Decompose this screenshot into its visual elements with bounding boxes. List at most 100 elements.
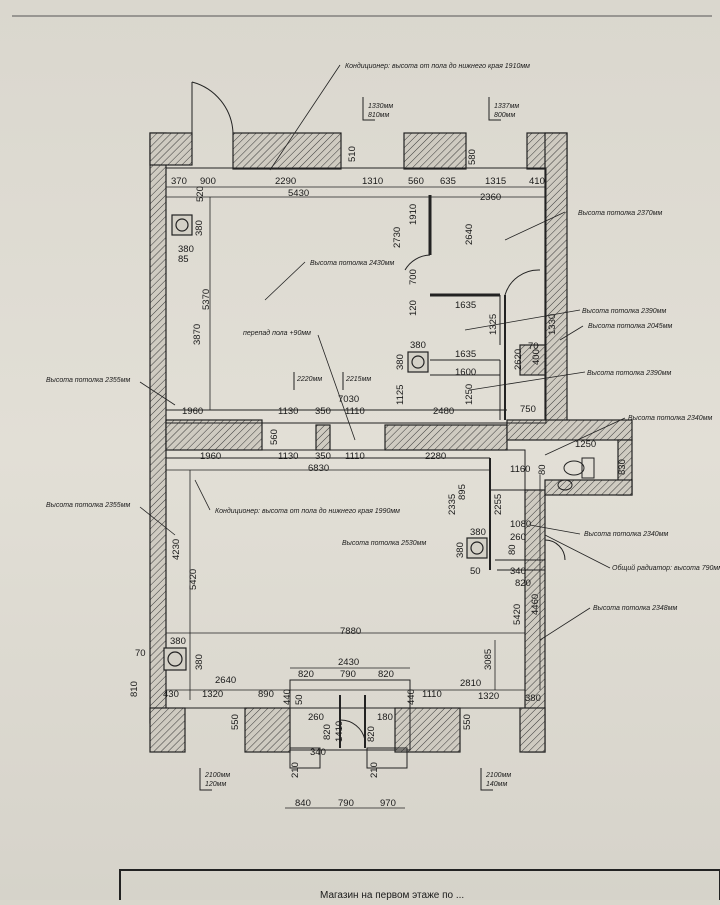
dim-70b: 70 — [135, 648, 146, 659]
vent-shaft-2 — [407, 351, 429, 373]
dim-380h: 380 — [194, 654, 205, 670]
dim-400: 400 — [531, 349, 542, 365]
note-ceiling-2355a: Высота потолка 2355мм — [46, 377, 131, 384]
notes: Кондиционер: высота от пола до нижнего к… — [46, 62, 720, 612]
window-5-width: 2100мм — [204, 772, 230, 779]
dim-6830: 6830 — [308, 463, 329, 474]
dim-820b: 820 — [298, 669, 314, 680]
dim-1080: 1080 — [510, 519, 531, 530]
window-1-width: 1330мм — [368, 103, 393, 110]
window-2-sill: 800мм — [494, 112, 515, 119]
title-block-frame — [119, 869, 720, 905]
dim-1310: 1310 — [362, 176, 383, 187]
dim-1635b: 1635 — [455, 349, 476, 360]
window-4-width: 2215мм — [345, 376, 371, 383]
dim-1130b: 1130 — [278, 451, 298, 462]
dim-5420b: 5420 — [512, 604, 523, 625]
dim-750: 750 — [520, 404, 536, 415]
window-labels: 1330мм 810мм 1337мм 800мм 2220мм 2215мм … — [204, 103, 519, 788]
dim-7030: 7030 — [338, 394, 359, 405]
dim-380e: 380 — [470, 527, 486, 538]
dim-560a: 560 — [408, 176, 424, 187]
dim-1330: 1330 — [547, 314, 558, 335]
wall-step-right — [519, 344, 546, 376]
dim-635: 635 — [440, 176, 456, 187]
dim-1130a: 1130 — [278, 406, 298, 417]
dim-2430: 2430 — [338, 657, 359, 668]
note-ac-mid: Кондиционер: высота от пола до нижнего к… — [215, 507, 400, 515]
window-6-width: 2100мм — [485, 772, 511, 779]
dim-7880: 7880 — [340, 626, 361, 637]
dim-350a: 350 — [315, 406, 331, 417]
dim-790b: 790 — [338, 798, 354, 809]
dim-1160: 1160 — [510, 464, 530, 475]
dim-4230: 4230 — [171, 539, 182, 560]
toilet-tank — [581, 457, 595, 479]
dim-2360: 2360 — [480, 192, 501, 203]
dim-70a: 70 — [528, 341, 539, 352]
dim-1600: 1600 — [455, 367, 476, 378]
dim-380b: 380 — [194, 220, 205, 236]
dim-560b: 560 — [269, 429, 280, 445]
note-radiator: Общий радиатор: высота 790мм — [612, 564, 720, 572]
note-radiator-text: Общий радиатор: высота 790мм — [612, 564, 720, 572]
dimensions: 370 900 2290 1310 560 635 1315 410 5430 … — [135, 176, 596, 809]
wall-bottom-2 — [244, 707, 291, 753]
dim-820a: 820 — [515, 578, 531, 589]
window-markers — [199, 97, 501, 791]
dimensions-vertical: 510 580 520 380 5370 3870 1910 2730 2640… — [129, 146, 628, 778]
note-ceiling-2348: Высота потолка 2348мм — [593, 605, 678, 612]
dim-550a: 550 — [230, 714, 241, 730]
dim-1110c: 1110 — [422, 689, 442, 700]
dim-430: 430 — [163, 689, 179, 700]
dim-180: 180 — [377, 712, 393, 723]
wall-wc-bottom — [544, 479, 633, 496]
title-block-text: Магазин на первом этаже по ... — [320, 890, 464, 900]
dim-1635a: 1635 — [455, 300, 476, 311]
vent-shafts — [163, 214, 488, 671]
dim-830: 830 — [617, 459, 628, 475]
sink-icon — [557, 479, 573, 491]
dim-820c: 820 — [378, 669, 394, 680]
dim-440b: 440 — [406, 689, 417, 705]
dim-380i: 380 — [525, 693, 541, 704]
dim-3870: 3870 — [192, 324, 203, 345]
dim-1315: 1315 — [485, 176, 506, 187]
note-ceiling-2045: Высота потолка 2045мм — [588, 323, 673, 330]
dim-1250: 1250 — [464, 384, 475, 405]
dim-820d: 820 — [322, 724, 333, 740]
dim-2640b: 2640 — [215, 675, 236, 686]
wall-top-1 — [232, 132, 342, 170]
dim-210a: 210 — [290, 762, 301, 778]
toilet-bowl-icon — [563, 460, 585, 476]
note-ceiling-2530: Высота потолка 2530мм — [342, 540, 427, 547]
window-6-sill: 140мм — [486, 781, 507, 788]
dim-210b: 210 — [369, 762, 380, 778]
dim-410: 410 — [529, 176, 545, 187]
walls — [149, 132, 633, 753]
dim-2280: 2280 — [425, 451, 446, 462]
dim-380f: 380 — [455, 542, 466, 558]
window-3-width: 2220мм — [296, 376, 322, 383]
vent-shaft-1 — [171, 214, 193, 236]
dim-5430: 5430 — [288, 188, 309, 199]
dim-85: 85 — [178, 254, 189, 265]
dim-1960b: 1960 — [200, 451, 221, 462]
dim-1325: 1325 — [488, 314, 499, 335]
dim-1410: 1410 — [334, 721, 345, 742]
dim-380d: 380 — [395, 354, 406, 370]
dim-5420a: 5420 — [188, 569, 199, 590]
wall-mid-left — [165, 419, 263, 451]
dim-1110a: 1110 — [345, 406, 365, 417]
dim-50a: 50 — [470, 566, 481, 577]
wall-mid-pier — [315, 424, 331, 451]
note-ceiling-2340b: Высота потолка 2340мм — [584, 531, 669, 538]
dim-840: 840 — [295, 798, 311, 809]
dim-550b: 550 — [462, 714, 473, 730]
dim-80b: 80 — [507, 544, 518, 555]
leader-lines — [139, 64, 626, 809]
wall-corner-tl — [149, 132, 193, 166]
note-ceiling-2340a: Высота потолка 2340мм — [628, 415, 713, 422]
wall-mid-right — [384, 424, 508, 451]
